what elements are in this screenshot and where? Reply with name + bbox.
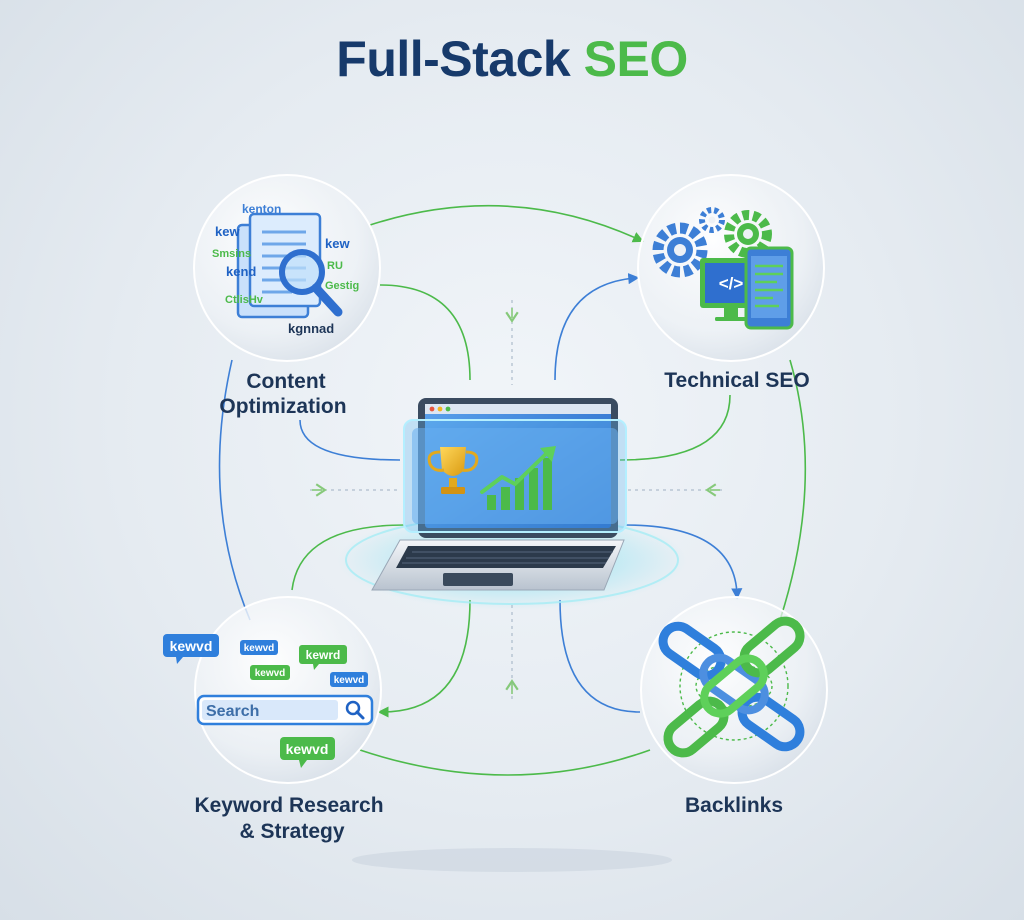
node-content-optimization: kenton kew Smsins kend kew RU Gestig Ctl… xyxy=(193,174,381,418)
keyword-tag: kewvd xyxy=(250,665,290,680)
search-placeholder: Search xyxy=(206,703,259,720)
keyword-research-label-line2: & Strategy xyxy=(239,820,344,843)
keyword-tag: kewvd xyxy=(280,737,335,768)
content-keyword: Smsins xyxy=(212,248,251,260)
floor-shadow xyxy=(352,848,672,872)
content-keyword: kenton xyxy=(242,202,281,216)
gear-icon-small xyxy=(699,207,725,233)
content-keyword: CtlisHv xyxy=(225,294,264,306)
search-icon xyxy=(345,700,365,720)
content-optimization-label: Content xyxy=(246,370,325,393)
node-technical-seo: </> Technical SEO xyxy=(637,174,825,392)
keyword-tag: kewvd xyxy=(330,672,368,687)
technical-seo-label: Technical SEO xyxy=(664,369,810,392)
smartphone-icon xyxy=(744,246,794,330)
keyword-tag: kewrd xyxy=(299,645,347,670)
gear-icon-green xyxy=(724,210,772,258)
keyword-tag-text: kewrd xyxy=(306,648,341,662)
keyword-tag-text: kewvd xyxy=(244,643,275,654)
node-keyword-research: kewvd kewvd kewrd kewvd kewvd Search xyxy=(163,596,384,843)
growth-chart-icon xyxy=(480,446,556,510)
title-part-1: Full-Stack xyxy=(336,31,584,87)
search-box: Search xyxy=(196,694,374,726)
content-keyword: kend xyxy=(226,264,256,279)
keyword-tag: kewvd xyxy=(163,634,219,664)
keyword-tag-text: kewvd xyxy=(170,638,213,654)
keyword-tag: kewvd xyxy=(240,640,278,655)
connection-lines xyxy=(218,204,807,776)
gear-icon xyxy=(652,222,708,278)
magnifier-icon xyxy=(279,249,343,317)
content-keyword: kgnnad xyxy=(288,321,334,336)
content-optimization-label-line2: Optimization xyxy=(219,395,346,418)
title-part-2: SEO xyxy=(583,31,689,87)
content-keyword: Gestig xyxy=(325,280,359,292)
orbit-arrows xyxy=(679,631,789,741)
trophy-icon xyxy=(427,447,479,494)
content-keyword: kew xyxy=(325,236,350,251)
content-keyword: RU xyxy=(327,260,343,272)
page-title: Full-Stack SEO xyxy=(0,30,1024,88)
center-laptop xyxy=(337,398,687,610)
keyword-tag-text: kewvd xyxy=(334,675,365,686)
backlinks-label: Backlinks xyxy=(685,794,783,817)
keyword-research-label: Keyword Research xyxy=(194,794,383,817)
keyword-tag-text: kewvd xyxy=(286,741,329,757)
chain-link-icon xyxy=(658,616,805,758)
content-keyword: kew xyxy=(215,224,240,239)
code-icon: </> xyxy=(719,274,744,293)
node-backlinks: Backlinks xyxy=(640,596,828,817)
keyword-tag-text: kewvd xyxy=(255,668,286,679)
